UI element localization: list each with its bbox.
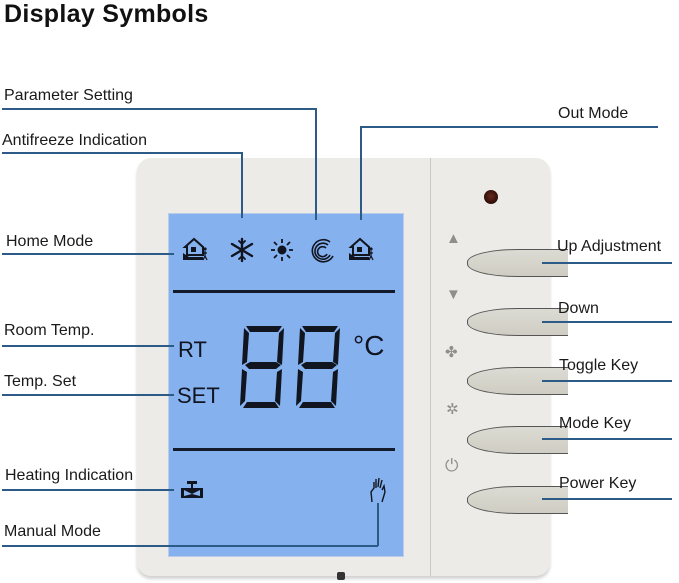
lcd-screen (168, 213, 404, 557)
callout-parameter-setting: Parameter Setting (4, 87, 133, 104)
callout-heating-indication: Heating Indication (5, 467, 134, 484)
leader-line (2, 489, 174, 491)
callout-up-adjustment: Up Adjustment (557, 238, 662, 255)
leader-line (2, 152, 242, 154)
leader-line (542, 380, 672, 382)
manual-hand-icon (370, 477, 386, 503)
parameter-moon-icon (311, 238, 334, 263)
callout-mode-key: Mode Key (559, 415, 632, 432)
leader-line (542, 321, 672, 323)
device-foot (337, 572, 345, 580)
leader-line (2, 545, 378, 547)
callout-room-temp: Room Temp. (4, 322, 95, 339)
down-triangle-icon: ▼ (446, 286, 461, 303)
leader-line (2, 394, 174, 396)
up-triangle-icon: ▲ (446, 230, 461, 247)
callout-antifreeze-indication: Antifreeze Indication (2, 132, 147, 149)
leader-line (2, 108, 316, 110)
callout-out-mode: Out Mode (558, 105, 629, 122)
leader-line (542, 498, 672, 500)
home-mode-icon (182, 237, 208, 261)
leader-line (2, 253, 174, 255)
leader-line (360, 126, 658, 128)
power-icon: ⏻ (445, 456, 459, 475)
panel-divider (430, 158, 431, 576)
rt-label: RT (178, 337, 207, 362)
parameter-sun-icon (271, 239, 293, 261)
mode-snow-sun-icon: ✲ (446, 401, 459, 418)
callout-down: Down (558, 300, 599, 317)
callout-power-key: Power Key (559, 475, 637, 492)
page-title: Display Symbols (4, 0, 209, 28)
leader-line (542, 438, 672, 440)
callout-toggle-key: Toggle Key (559, 357, 639, 374)
leader-line (315, 108, 317, 220)
indicator-led (484, 190, 498, 204)
celsius-unit: °C (353, 330, 385, 361)
antifreeze-snowflake-icon (230, 237, 254, 263)
callout-home-mode: Home Mode (6, 233, 94, 250)
lcd-top-rule (173, 290, 395, 293)
set-label: SET (177, 383, 220, 408)
callout-temp-set: Temp. Set (4, 373, 77, 390)
leader-line (2, 345, 174, 347)
leader-line (542, 262, 672, 264)
callout-manual-mode: Manual Mode (4, 523, 101, 540)
leader-line (241, 152, 243, 218)
leader-line (377, 503, 379, 546)
heating-valve-icon (181, 481, 203, 498)
power-key-button[interactable] (467, 486, 568, 514)
leader-line (360, 126, 362, 220)
fan-icon: ✤ (445, 344, 458, 361)
out-mode-icon (348, 237, 374, 261)
temperature-digits (240, 326, 340, 408)
mode-key-button[interactable] (467, 426, 568, 454)
lcd-bottom-rule (173, 448, 395, 451)
